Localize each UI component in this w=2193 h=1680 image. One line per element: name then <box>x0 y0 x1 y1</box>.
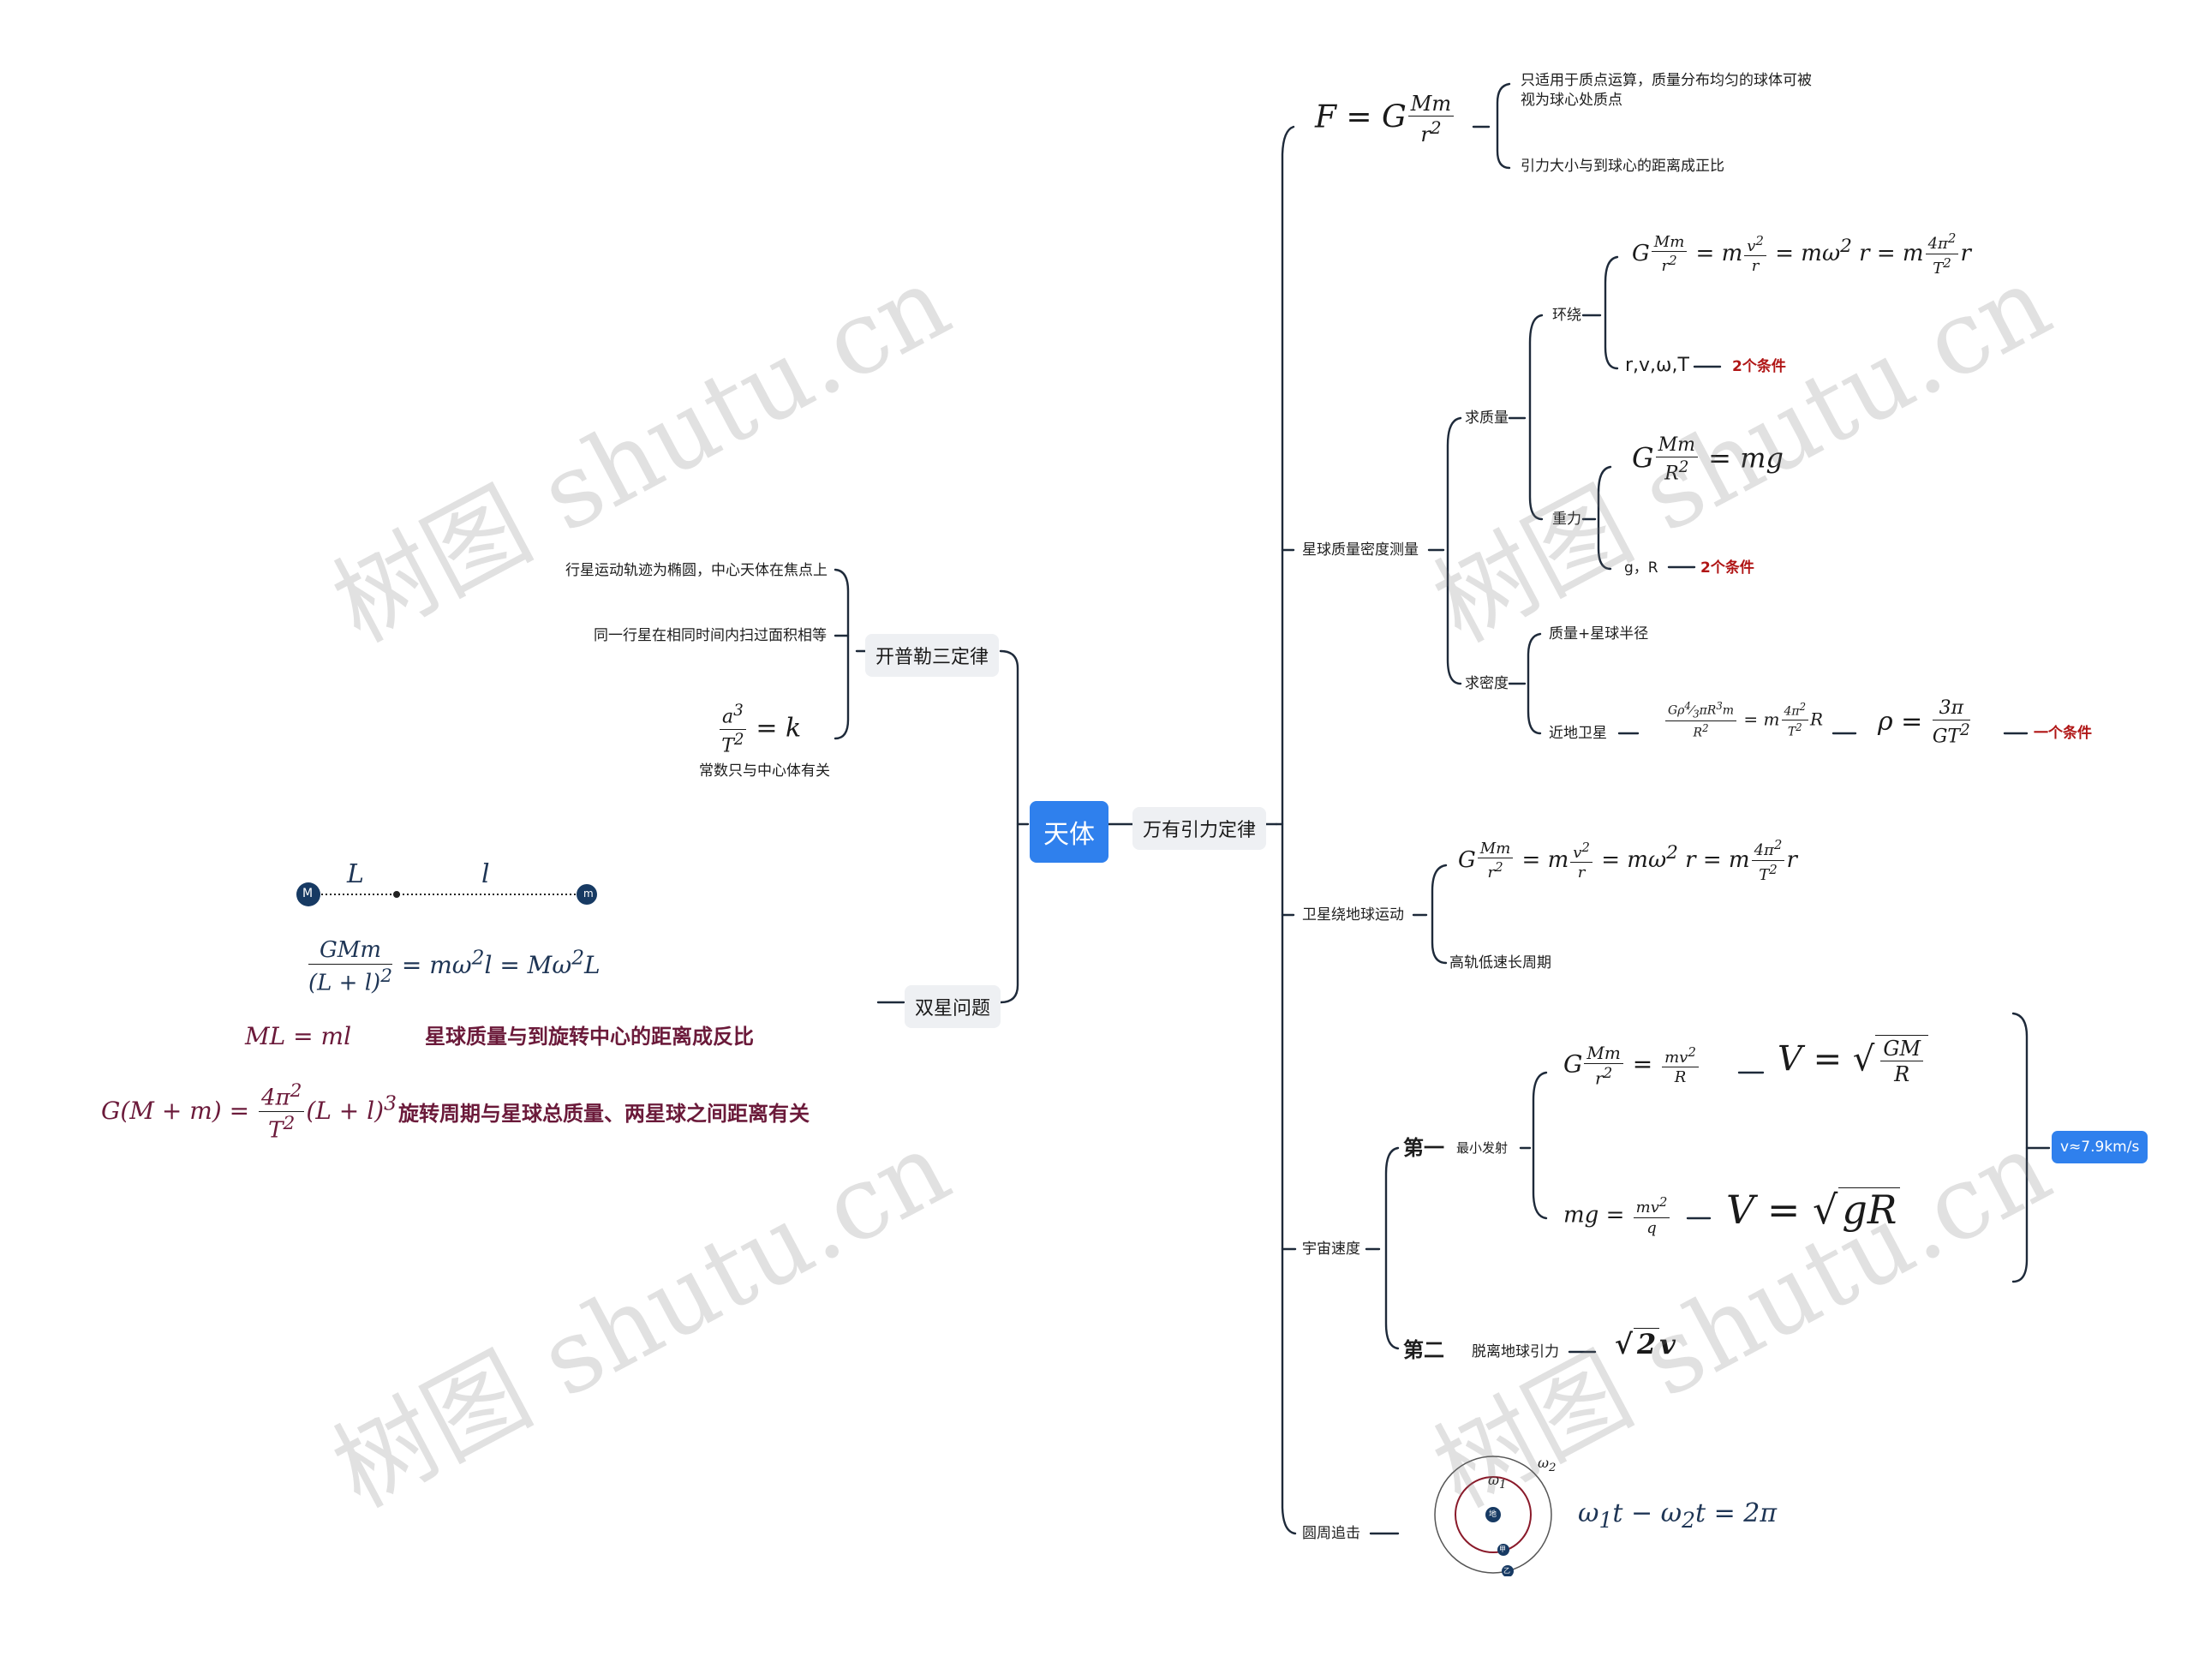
pursuit-node[interactable]: 圆周追击 <box>1302 1525 1360 1542</box>
big-star-label: M <box>302 887 314 900</box>
branch-gravitation[interactable]: 万有引力定律 <box>1132 807 1267 850</box>
second-cosmic-speed[interactable]: 第二 <box>1403 1338 1444 1362</box>
kepler-law-1: 行星运动轨迹为椭圆，中心天体在焦点上 <box>565 562 828 579</box>
density-measure-node[interactable]: 星球质量密度测量 <box>1302 541 1419 559</box>
orbit-conditions: 2个条件 <box>1732 358 1786 375</box>
escape-label: 脱离地球引力 <box>1472 1343 1559 1360</box>
formula-note-2: 引力大小与到球心的距离成正比 <box>1521 158 1724 175</box>
first-cosmic-speed[interactable]: 第一 <box>1403 1136 1444 1160</box>
root-node[interactable]: 天体 <box>1030 801 1108 863</box>
pursuit-formula: ω1t − ω2t = 2π <box>1578 1498 1778 1533</box>
binary-formula-2: ML = ml <box>245 1022 352 1050</box>
binary-formula-1: GMm(L + l)2 = mω2l = Mω2L <box>308 937 601 996</box>
min-launch-label: 最小发射 <box>1456 1140 1509 1156</box>
binary-note-2: 旋转周期与星球总质量、两星球之间距离有关 <box>398 1102 810 1126</box>
pursuit-inner-label: 甲 <box>1499 1545 1506 1553</box>
omega2-label: ω2 <box>1538 1455 1557 1475</box>
distance-L-label: L <box>347 859 364 889</box>
find-density-node[interactable]: 求密度 <box>1465 675 1509 692</box>
high-orbit-note: 高轨低速长周期 <box>1449 954 1551 972</box>
cosmic-speed-node[interactable]: 宇宙速度 <box>1302 1241 1360 1258</box>
pursuit-diagram <box>1434 1456 1552 1576</box>
big-star-icon <box>296 882 320 906</box>
formula-note-1: 只适用于质点运算，质量分布均匀的球体可被 <box>1521 72 1812 89</box>
inner-satellite-icon <box>1497 1544 1509 1556</box>
gravity-conditions: 2个条件 <box>1700 559 1754 577</box>
planet-center-icon <box>1485 1507 1501 1522</box>
first-speed-result-2: V = √gR <box>1726 1187 1901 1229</box>
mass-radius-node: 质量+星球半径 <box>1549 625 1649 643</box>
outer-satellite-icon <box>1502 1565 1514 1576</box>
branch-kepler[interactable]: 开普勒三定律 <box>865 634 1000 677</box>
orbit-node[interactable]: 环绕 <box>1552 307 1581 324</box>
branch-binary[interactable]: 双星问题 <box>905 985 1001 1028</box>
speed-badge[interactable]: v≈7.9km/s <box>2052 1131 2148 1163</box>
omega1-label: ω1 <box>1488 1472 1507 1492</box>
binary-star-diagram <box>296 882 597 906</box>
formula-note-1b: 视为球心处质点 <box>1521 92 1622 109</box>
small-star-label: m <box>583 888 594 900</box>
pursuit-center-label: 地 <box>1489 1510 1497 1519</box>
small-star-icon <box>577 884 597 905</box>
kepler-law-2: 同一行星在相同时间内扫过面积相等 <box>594 627 827 644</box>
distance-l-label: l <box>481 859 490 889</box>
rotation-center-dot <box>393 891 400 898</box>
pursuit-outer-label: 乙 <box>1503 1567 1510 1575</box>
orbit-vars: r,v,ω,T <box>1625 355 1689 376</box>
gravity-vars: g，R <box>1624 559 1658 577</box>
satellite-motion-node[interactable]: 卫星绕地球运动 <box>1302 906 1404 924</box>
gravity-node[interactable]: 重力 <box>1552 511 1581 528</box>
density-conditions: 一个条件 <box>2034 725 2092 742</box>
binary-note-1: 星球质量与到旋转中心的距离成反比 <box>425 1025 754 1049</box>
find-mass-node[interactable]: 求质量 <box>1465 410 1509 427</box>
near-satellite-node[interactable]: 近地卫星 <box>1549 725 1607 742</box>
kepler-const-note: 常数只与中心体有关 <box>699 762 830 780</box>
